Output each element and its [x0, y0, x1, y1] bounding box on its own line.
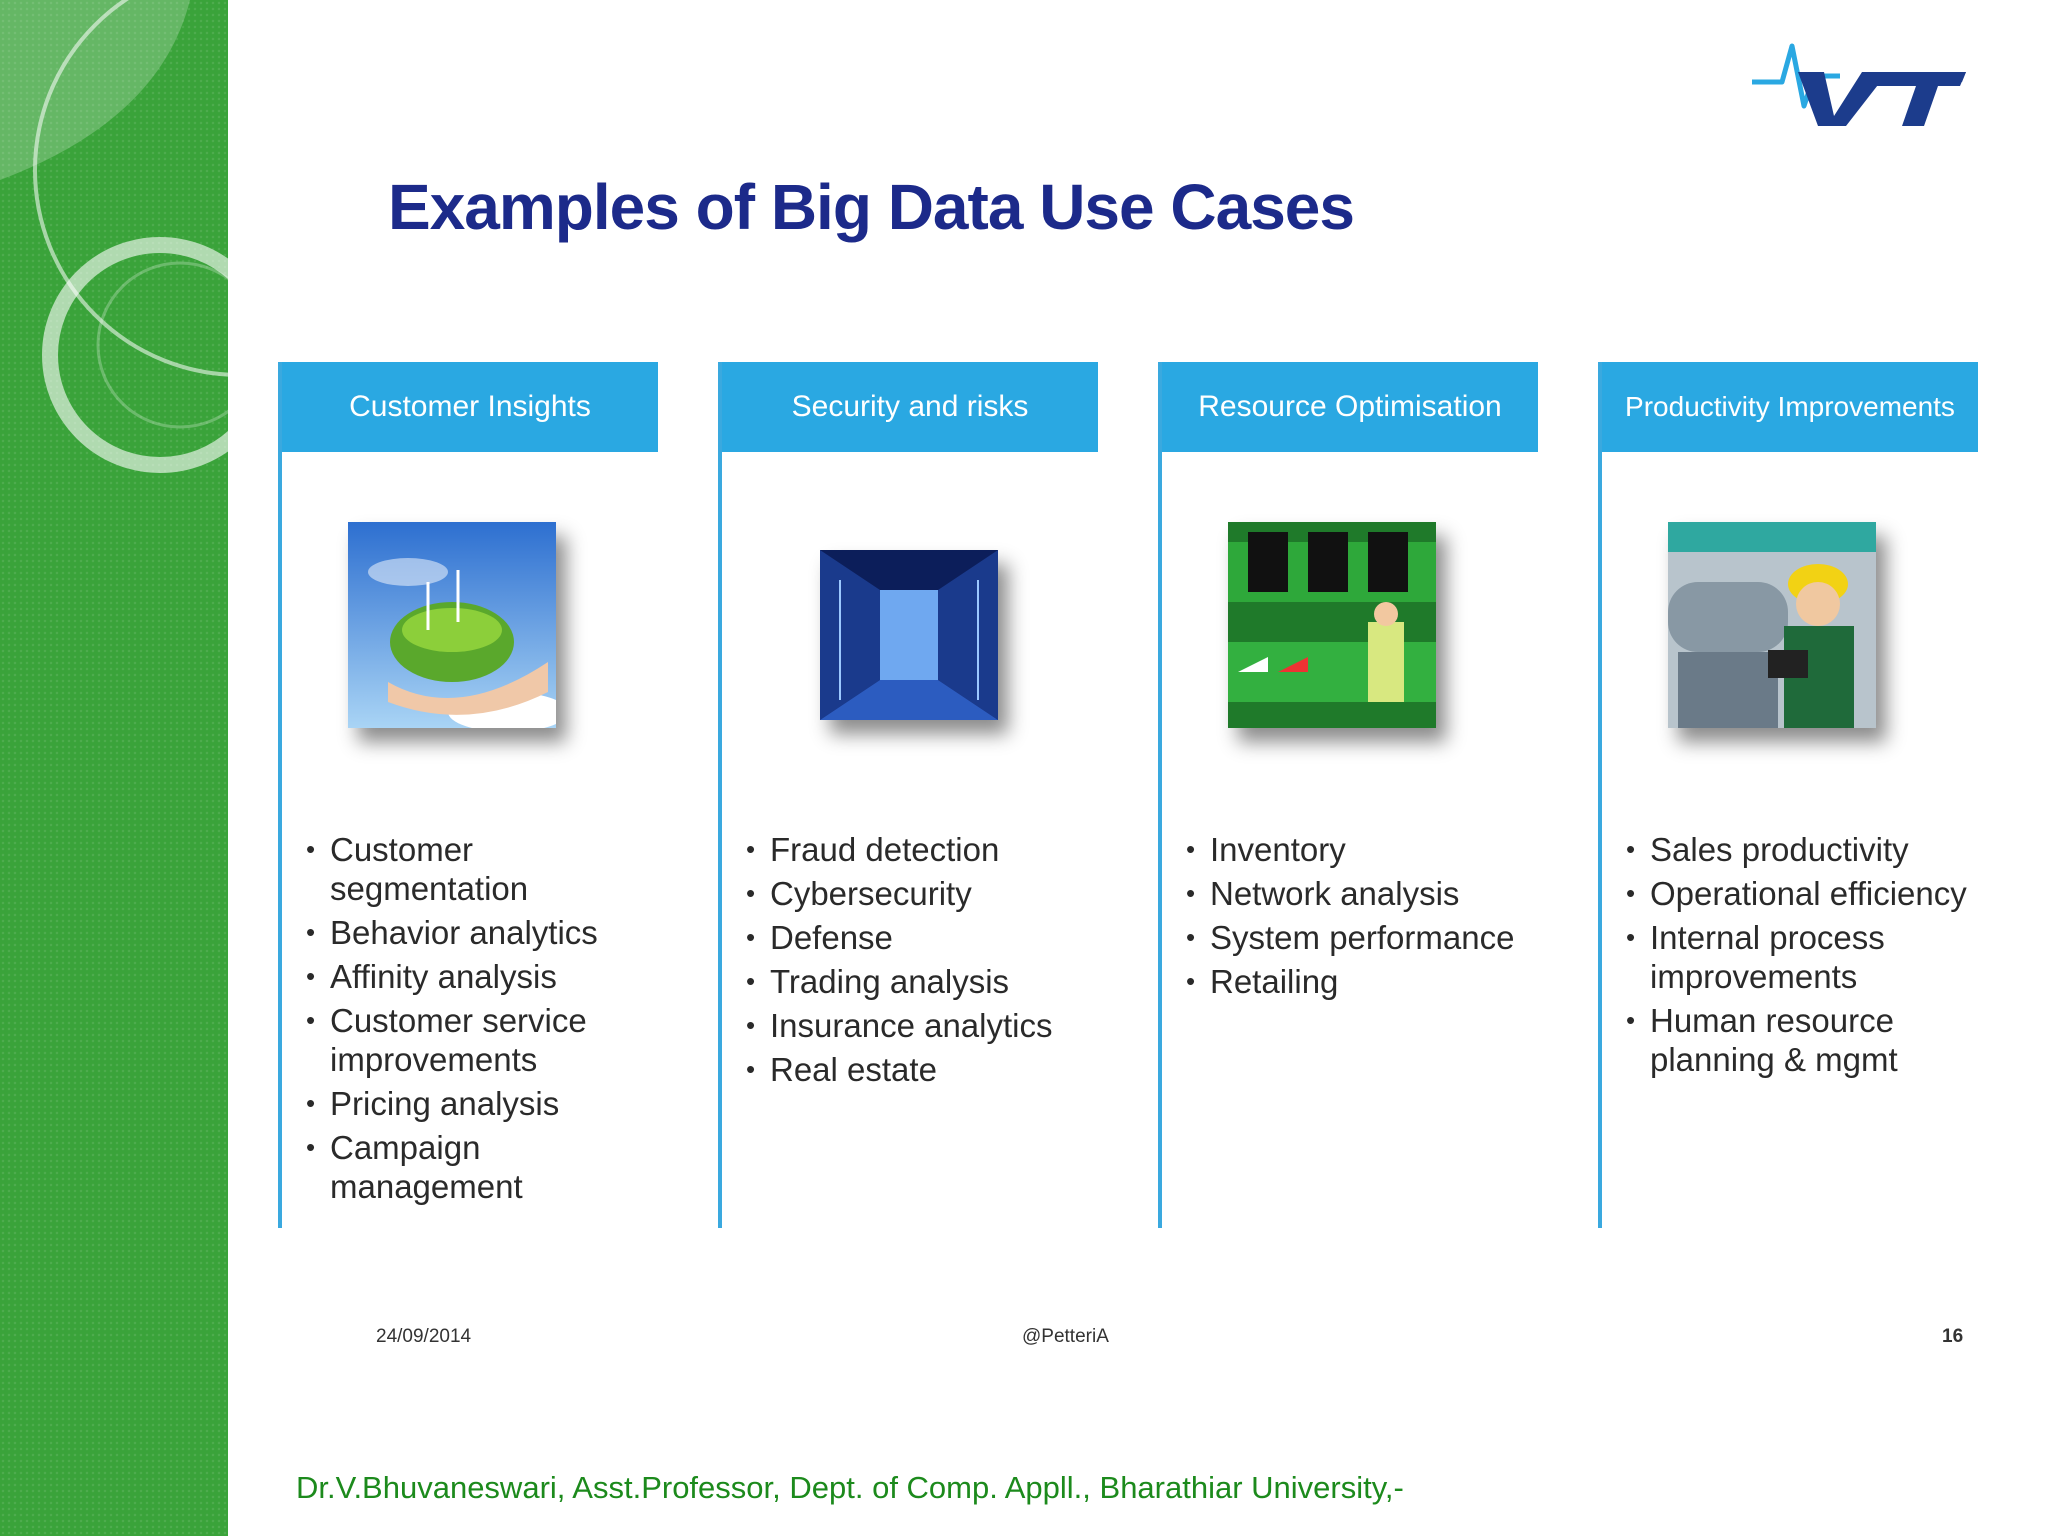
column-resource-optimisation: Resource Optimisation Inventory Network …	[1158, 362, 1538, 1228]
list-item: System performance	[1186, 918, 1514, 957]
list-item: Sales productivity	[1626, 830, 1967, 869]
bullet-list: Customer segmentation Behavior analytics…	[306, 830, 598, 1211]
list-item: Human resource planning & mgmt	[1626, 1001, 1910, 1079]
list-item: Real estate	[746, 1050, 1052, 1089]
column-header: Productivity Improvements	[1602, 362, 1978, 452]
bullet-list: Fraud detection Cybersecurity Defense Tr…	[746, 830, 1052, 1094]
footer-date: 24/09/2014	[376, 1326, 472, 1347]
footer-handle: @PetteriA	[1022, 1326, 1109, 1347]
bullet-list: Inventory Network analysis System perfor…	[1186, 830, 1514, 1006]
list-item: Customer segmentation	[306, 830, 528, 908]
server-room-icon	[820, 550, 998, 720]
engineer-hardhat-icon	[1668, 522, 1876, 728]
vtt-logo	[1748, 36, 1968, 132]
machinery-worker-image	[1228, 522, 1436, 728]
list-item: Inventory	[1186, 830, 1514, 869]
list-item: Trading analysis	[746, 962, 1052, 1001]
list-item: Customer service improvements	[306, 1001, 590, 1079]
list-item: Campaign management	[306, 1128, 523, 1206]
footer-page-number: 16	[1942, 1326, 1964, 1347]
column-header: Security and risks	[722, 362, 1098, 452]
column-customer-insights: Customer Insights Customer segmentation …	[278, 362, 658, 1228]
list-item: Affinity analysis	[306, 957, 598, 996]
list-item: Operational efficiency	[1626, 874, 1967, 913]
column-security-risks: Security and risks Fraud detection Cyber…	[718, 362, 1098, 1228]
list-item: Insurance analytics	[746, 1006, 1052, 1045]
list-item: Retailing	[1186, 962, 1514, 1001]
hand-globe-image	[348, 522, 556, 728]
column-header: Resource Optimisation	[1162, 362, 1538, 452]
machinery-worker-icon	[1228, 522, 1436, 728]
list-item: Pricing analysis	[306, 1084, 598, 1123]
author-credit: Dr.V.Bhuvaneswari, Asst.Professor, Dept.…	[296, 1470, 1404, 1505]
list-item: Fraud detection	[746, 830, 1052, 869]
decorative-side-band	[0, 0, 228, 1536]
server-room-image	[820, 550, 998, 720]
ring-decoration-icon	[0, 0, 228, 473]
engineer-hardhat-image	[1668, 522, 1876, 728]
list-item: Cybersecurity	[746, 874, 1052, 913]
list-item: Network analysis	[1186, 874, 1514, 913]
list-item: Internal process improvements	[1626, 918, 1900, 996]
hand-globe-icon	[348, 522, 556, 728]
slide-title: Examples of Big Data Use Cases	[388, 171, 1355, 243]
column-header: Customer Insights	[282, 362, 658, 452]
list-item: Behavior analytics	[306, 913, 598, 952]
vtt-logo-icon	[1752, 43, 1966, 126]
bullet-list: Sales productivity Operational efficienc…	[1626, 830, 1967, 1084]
list-item: Defense	[746, 918, 1052, 957]
column-productivity-improvements: Productivity Improvements Sales producti…	[1598, 362, 1978, 1228]
